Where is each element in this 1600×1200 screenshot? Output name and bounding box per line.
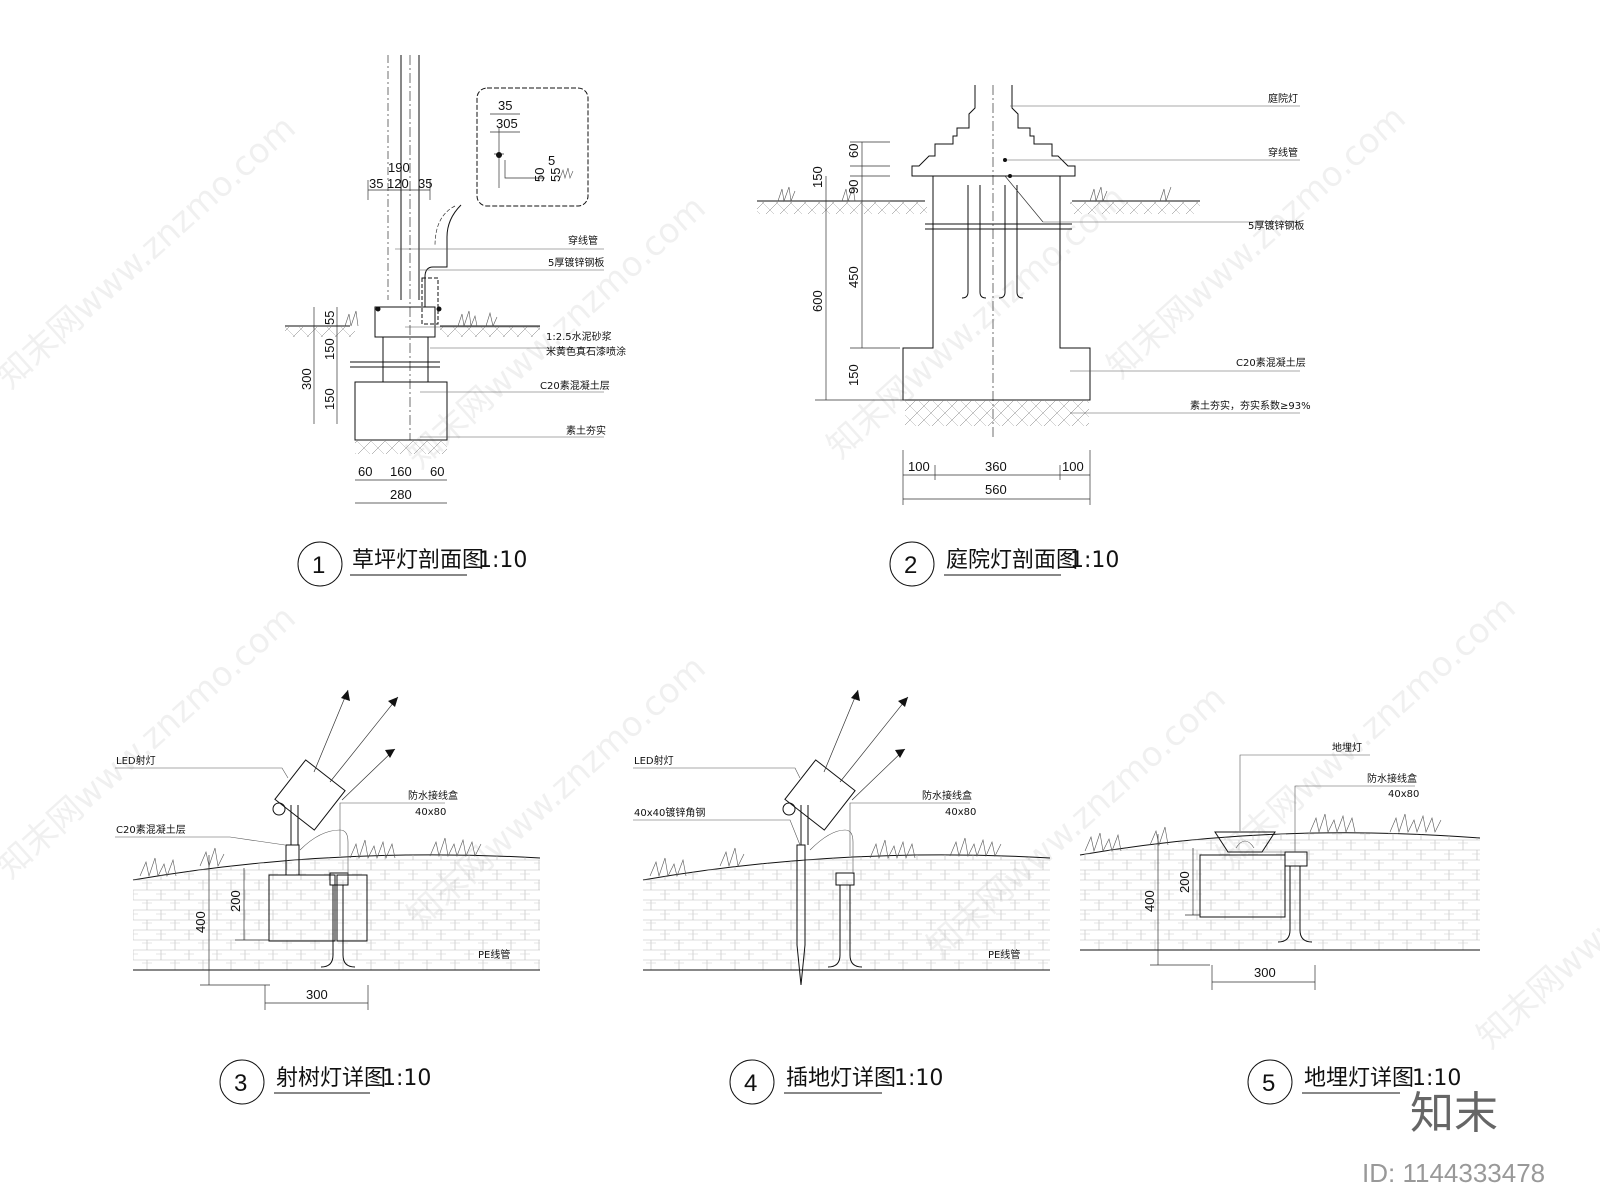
dim-text: 450 (846, 266, 861, 288)
dim-text: 190 (388, 160, 410, 175)
callout-label: 素土夯实 (566, 424, 606, 437)
dim-text: 600 (810, 290, 825, 312)
dim-text: 55 (322, 311, 337, 325)
callout-label: 米黄色真石漆喷涂 (546, 345, 626, 358)
dim-text: 200 (228, 890, 243, 912)
dim-text: 150 (810, 166, 825, 188)
diagram-scale: 1:10 (478, 548, 527, 573)
watermark-text: 知末网www.znzmo.com (0, 598, 304, 887)
diagram-spike-light: LED射灯 40x40镀锌角钢 防水接线盒 40x80 PE线管 4 插地灯详图… (633, 689, 1051, 1105)
callout-label: 穿线管 (568, 234, 598, 247)
callout-label: 防水接线盒 (408, 789, 458, 802)
dim-text: 160 (390, 464, 412, 479)
diagram-title: 插地灯详图 (786, 1066, 896, 1091)
callout-label: 庭院灯 (1268, 92, 1298, 105)
diagram-title: 地埋灯详图 (1304, 1066, 1414, 1091)
callout-label: 穿线管 (1268, 146, 1298, 159)
diagram-title: 庭院灯剖面图 (946, 548, 1078, 573)
dim-text: 300 (299, 368, 314, 390)
dim-text: 300 (1254, 965, 1276, 980)
watermark-text: 知末网www.znzmo.com (1099, 98, 1413, 387)
diagram-title: 草坪灯剖面图 (352, 548, 484, 573)
dim-text: 35 (498, 98, 512, 113)
watermark-text: 知末网www.znzmo.com (1469, 768, 1600, 1057)
callout-label: PE线管 (988, 948, 1020, 961)
dim-text: 150 (322, 388, 337, 410)
dim-text: 55 (548, 168, 563, 182)
diagram-inground-light: 400 200 300 地埋灯 防水接线盒 40x80 5 地埋灯详图 1:10 (1079, 741, 1481, 1105)
callout-label: 40x80 (415, 807, 446, 818)
callout-label: 地埋灯 (1332, 741, 1362, 754)
dim-text: 60 (846, 144, 861, 158)
callout-label: C20素混凝土层 (116, 823, 186, 836)
callout-label: LED射灯 (634, 755, 674, 767)
dim-text: 305 (496, 116, 518, 131)
callout-label: 素土夯实，夯实系数≥93% (1190, 399, 1311, 412)
callout-label: C20素混凝土层 (540, 379, 610, 392)
diagram-number: 1 (312, 552, 325, 579)
brand-logo-text: 知末 (1410, 1088, 1498, 1139)
dim-text: 60 (358, 464, 372, 479)
callout-label: 40x80 (945, 807, 976, 818)
diagram-courtyard-lamp-section: 60 150 90 450 600 150 100 360 100 560 庭院… (757, 85, 1311, 587)
diagram-number: 4 (744, 1070, 757, 1097)
dim-text: 60 (430, 464, 444, 479)
callout-label: 防水接线盒 (922, 789, 972, 802)
dim-text: 200 (1177, 871, 1192, 893)
callout-label: 防水接线盒 (1367, 772, 1417, 785)
callout-label: PE线管 (478, 948, 510, 961)
dim-text: 5 (548, 153, 555, 168)
diagram-title: 射树灯详图 (276, 1066, 386, 1091)
image-id-label: ID: 1144333478 (1362, 1158, 1545, 1188)
diagram-number: 3 (234, 1070, 247, 1097)
dim-text: 560 (985, 482, 1007, 497)
callout-label: 1:2.5水泥砂浆 (546, 330, 612, 343)
dim-text: 100 (1062, 459, 1084, 474)
diagram-scale: 1:10 (1070, 548, 1119, 573)
dim-text: 150 (322, 338, 337, 360)
dim-text: 400 (1142, 890, 1157, 912)
diagram-tree-uplight: 400 200 300 LED射灯 C20素混凝土层 防水接线盒 40x80 P… (115, 689, 541, 1105)
dim-text: 50 (532, 168, 547, 182)
diagram-scale: 1:10 (382, 1066, 431, 1091)
diagram-scale: 1:10 (1412, 1066, 1461, 1091)
callout-label: 5厚镀锌钢板 (1248, 219, 1304, 232)
diagram-lawn-lamp-section: 35 305 5 50 55 190 35 120 35 55 150 300 … (285, 55, 626, 587)
callout-label: 40x40镀锌角钢 (634, 806, 705, 819)
dim-text: 300 (306, 987, 328, 1002)
diagram-scale: 1:10 (894, 1066, 943, 1091)
callout-label: LED射灯 (116, 755, 156, 767)
dim-text: 35 (418, 176, 432, 191)
dim-text: 280 (390, 487, 412, 502)
dim-text: 100 (908, 459, 930, 474)
callout-label: 5厚镀锌钢板 (548, 256, 604, 269)
callout-label: C20素混凝土层 (1236, 356, 1306, 369)
watermark-text: 知末网www.znzmo.com (0, 108, 304, 397)
callout-label: 40x80 (1388, 789, 1419, 800)
dim-text: 150 (846, 364, 861, 386)
dim-text: 400 (193, 911, 208, 933)
dim-text: 120 (387, 176, 409, 191)
diagram-number: 2 (904, 552, 917, 579)
dim-text: 90 (846, 180, 861, 194)
diagram-number: 5 (1262, 1070, 1275, 1097)
dim-text: 35 (369, 176, 383, 191)
dim-text: 360 (985, 459, 1007, 474)
